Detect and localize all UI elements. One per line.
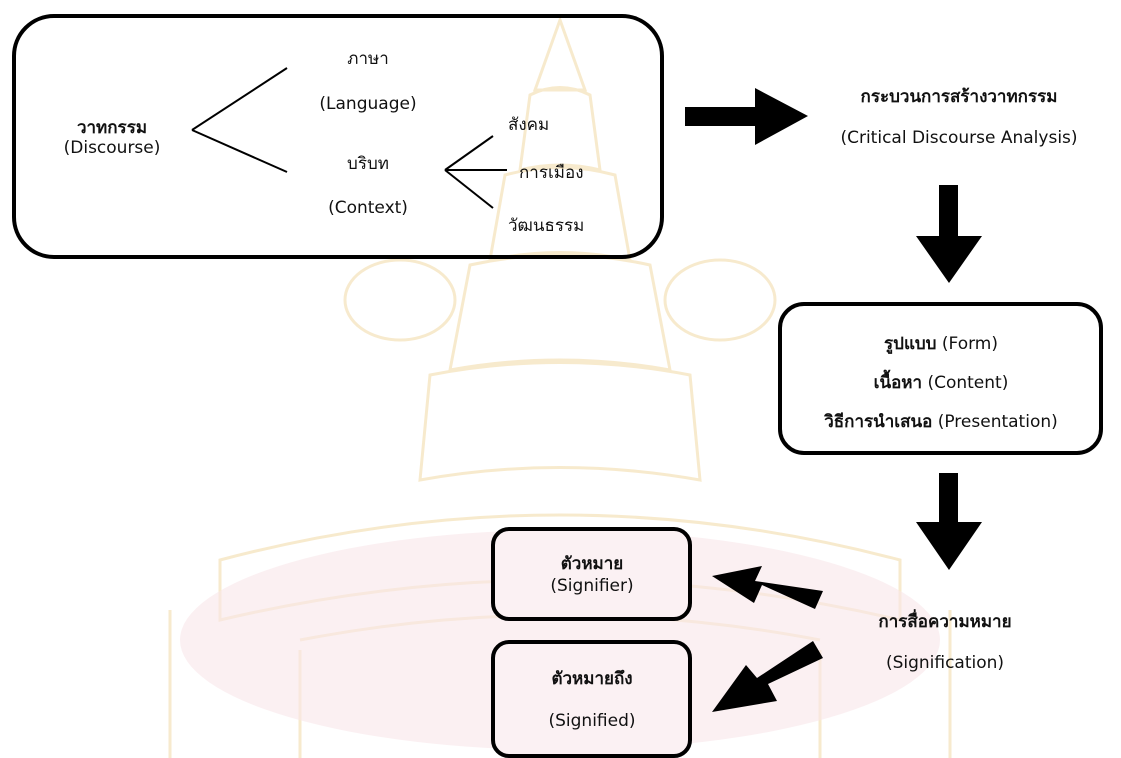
signification-title: การสื่อความหมาย [878,612,1012,632]
branch-line-language [191,67,288,131]
discourse-title-en: (Discourse) [63,138,161,158]
context-item-politics: การเมือง [519,163,584,183]
context-label-th: บริบท [347,154,389,174]
process-title: กระบวนการสร้างวาทกรรม [860,87,1058,107]
arrow-down-to-analysis [916,185,982,283]
process-subtitle: (Critical Discourse Analysis) [840,128,1078,148]
context-item-culture: วัฒนธรรม [508,216,585,236]
presentation-label-en: (Presentation) [937,412,1058,432]
signification-subtitle: (Signification) [885,653,1005,673]
analysis-line-presentation: วิธีการนำเสนอ (Presentation) [824,411,1058,433]
arrow-to-signified [712,641,823,712]
presentation-label-th: วิธีการนำเสนอ [824,412,933,432]
signified-title: ตัวหมายถึง [551,669,633,689]
content-label-th: เนื้อหา [873,373,923,393]
arrow-down-to-signification [916,473,982,570]
signifier-title: ตัวหมาย [560,554,624,574]
discourse-title: วาทกรรม [76,118,148,138]
form-label-th: รูปแบบ [884,334,937,354]
language-label-th: ภาษา [347,49,389,69]
branch-line-society [444,135,494,171]
form-label-en: (Form) [941,334,998,354]
branch-line-culture [444,169,494,209]
language-label-en: (Language) [319,94,417,114]
signified-subtitle: (Signified) [548,711,636,731]
branch-line-context [191,129,288,173]
context-label-en: (Context) [328,198,408,218]
analysis-box [778,302,1103,455]
content-label-en: (Content) [927,373,1009,393]
arrow-to-signifier [712,566,823,609]
discourse-box [12,14,664,259]
signifier-box [491,527,692,621]
analysis-line-form: รูปแบบ (Form) [884,333,998,355]
arrow-right-to-process [685,88,808,145]
signified-box [491,640,692,758]
analysis-line-content: เนื้อหา (Content) [874,372,1009,394]
context-item-society: สังคม [508,115,550,135]
signifier-subtitle: (Signifier) [550,576,634,596]
